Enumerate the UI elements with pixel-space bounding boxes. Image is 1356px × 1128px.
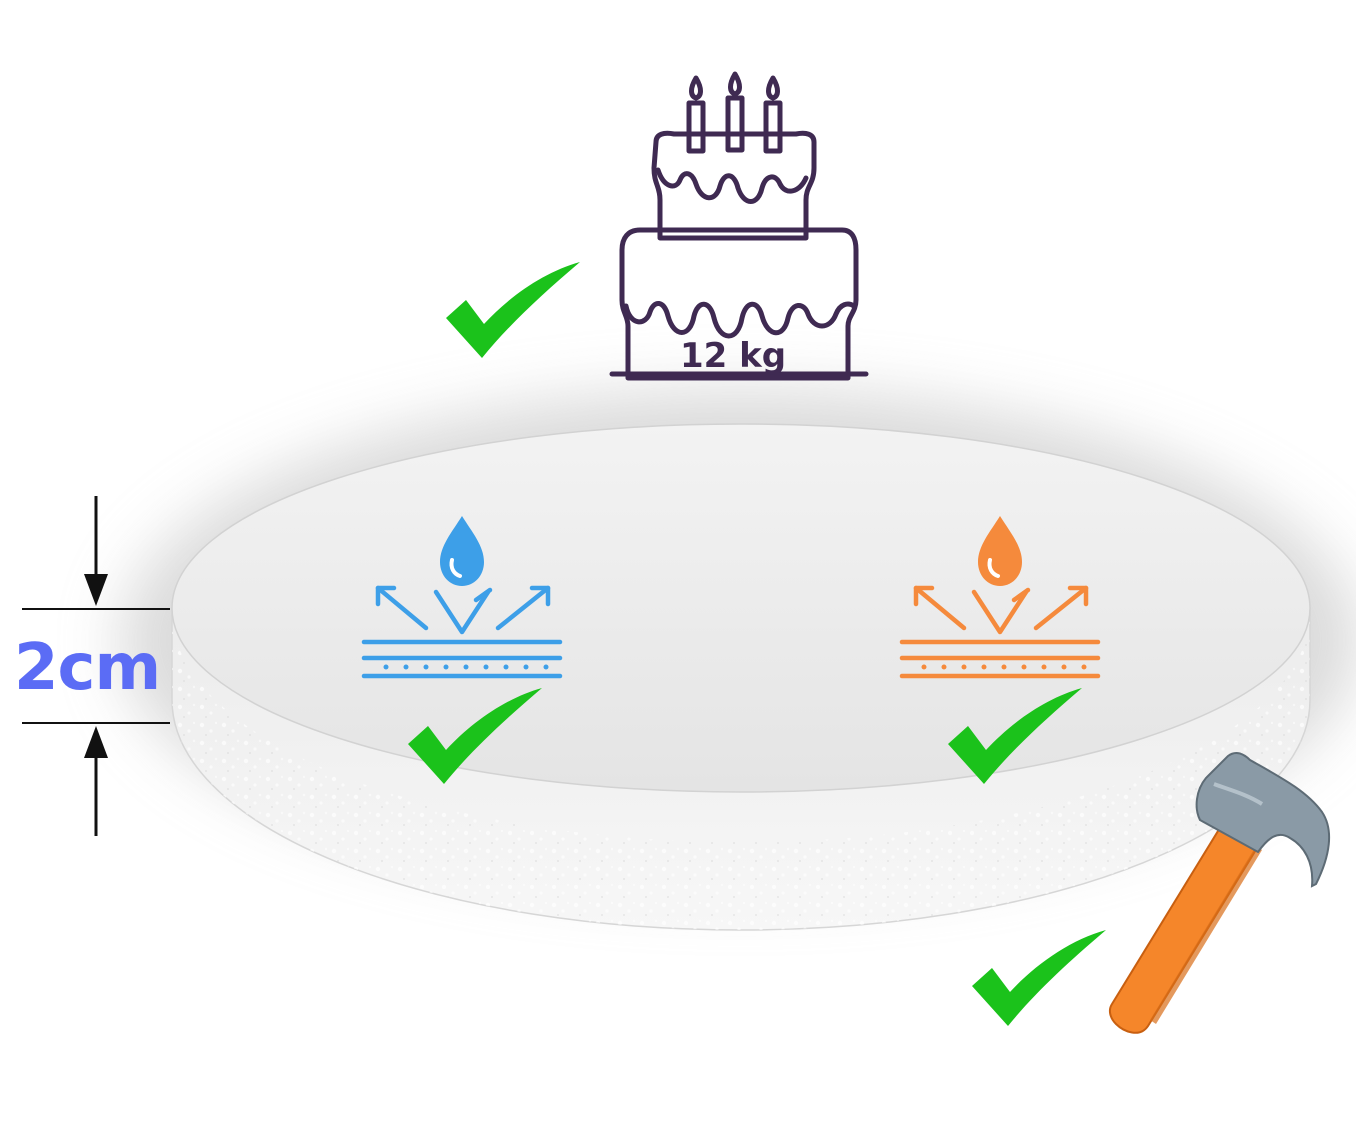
- hammer-icon: [1108, 752, 1331, 1034]
- checkmark-icon: [446, 262, 580, 358]
- checkmark-icon: [948, 688, 1082, 784]
- checkmark-icon: [408, 688, 542, 784]
- thickness-label: 2cm: [14, 631, 161, 705]
- thickness-dimension: [22, 496, 170, 836]
- weight-capacity-label: 12 kg: [679, 336, 787, 376]
- water-repellent-icon: [361, 516, 563, 679]
- checkmark-icon: [972, 930, 1106, 1026]
- cake-board: [171, 423, 1311, 931]
- grease-repellent-icon: [899, 516, 1101, 679]
- cake-icon: [609, 71, 869, 381]
